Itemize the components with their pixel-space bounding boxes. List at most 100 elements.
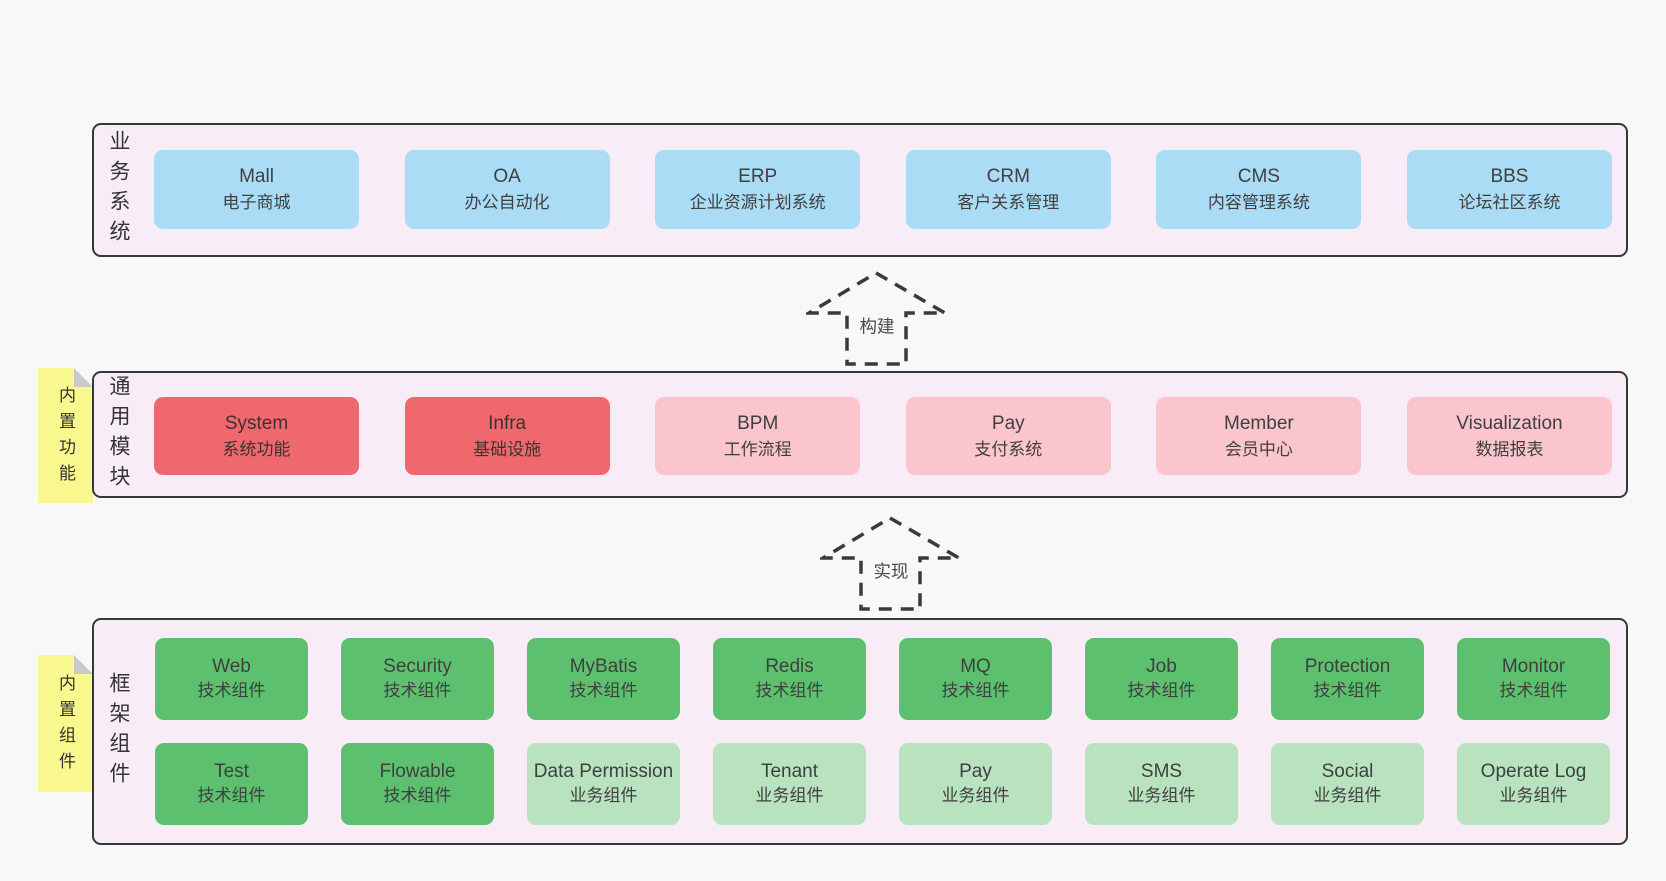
box-mybatis: MyBatis 技术组件 [527, 638, 680, 720]
box-pay: Pay 支付系统 [905, 397, 1111, 475]
box-data-permission: Data Permission 业务组件 [527, 743, 680, 825]
box-pay-biz: Pay 业务组件 [899, 743, 1052, 825]
box-web: Web 技术组件 [155, 638, 308, 720]
box-subtitle: 技术组件 [1499, 681, 1568, 700]
box-tenant: Tenant 业务组件 [713, 743, 866, 825]
box-subtitle: 电子商城 [222, 193, 291, 212]
box-bpm: BPM 工作流程 [655, 397, 861, 475]
box-title: BPM [737, 412, 779, 434]
box-title: Web [212, 656, 251, 677]
box-title: Tenant [760, 761, 819, 782]
box-title: Member [1224, 412, 1294, 434]
box-flowable: Flowable 技术组件 [341, 743, 494, 825]
box-title: Redis [765, 656, 814, 677]
box-title: Visualization [1456, 412, 1563, 434]
arrow-implement: 实现 [820, 515, 962, 612]
box-subtitle: 业务组件 [941, 786, 1010, 805]
box-system: System 系统功能 [154, 397, 359, 475]
box-title: Social [1321, 761, 1374, 782]
box-subtitle: 会员中心 [1224, 439, 1293, 459]
box-title: BBS [1490, 166, 1529, 187]
box-visualization: Visualization 数据报表 [1406, 397, 1612, 475]
components-boxes-grid: Web 技术组件 Security 技术组件 MyBatis 技术组件 Redi… [155, 638, 1610, 825]
box-security: Security 技术组件 [341, 638, 494, 720]
box-oa: OA 办公自动化 [404, 150, 610, 229]
box-title: Mall [239, 166, 274, 187]
box-title: CRM [986, 166, 1030, 187]
band-common-modules: 通用模块 System 系统功能 Infra 基础设施 BPM 工作流程 Pay… [92, 371, 1628, 498]
box-title: Security [383, 656, 452, 677]
box-redis: Redis 技术组件 [713, 638, 866, 720]
box-subtitle: 技术组件 [941, 681, 1010, 700]
modules-boxes-row: System 系统功能 Infra 基础设施 BPM 工作流程 Pay 支付系统… [154, 397, 1612, 475]
box-title: Operate Log [1480, 761, 1587, 782]
arrow-build-label: 构建 [857, 312, 897, 340]
sticky-note-label: 内置功能 [56, 385, 75, 490]
box-subtitle: 工作流程 [723, 439, 792, 459]
box-subtitle: 业务组件 [569, 786, 638, 805]
band-business-systems: 业务系统 Mall 电子商城 OA 办公自动化 ERP 企业资源计划系统 CRM… [92, 123, 1628, 257]
box-subtitle: 业务组件 [1127, 786, 1196, 805]
box-subtitle: 业务组件 [755, 786, 824, 805]
band-label-framework-components: 框架组件 [107, 671, 130, 792]
box-erp: ERP 企业资源计划系统 [655, 150, 861, 229]
box-sms: SMS 业务组件 [1085, 743, 1238, 825]
box-subtitle: 基础设施 [473, 439, 542, 459]
box-infra: Infra 基础设施 [404, 397, 610, 475]
box-subtitle: 技术组件 [755, 681, 824, 700]
box-title: OA [493, 166, 521, 187]
box-title: MQ [960, 656, 991, 677]
box-job: Job 技术组件 [1085, 638, 1238, 720]
box-subtitle: 支付系统 [974, 439, 1043, 459]
box-subtitle: 企业资源计划系统 [689, 193, 826, 212]
sticky-fold-icon [74, 368, 93, 387]
sticky-note-label: 内置组件 [56, 673, 75, 778]
band-framework-components: 框架组件 Web 技术组件 Security 技术组件 MyBatis 技术组件… [92, 618, 1628, 845]
box-subtitle: 内容管理系统 [1207, 193, 1310, 212]
box-title: Data Permission [533, 761, 674, 782]
box-title: Pay [991, 412, 1025, 434]
box-subtitle: 技术组件 [197, 681, 266, 700]
box-title: MyBatis [569, 656, 638, 677]
box-subtitle: 技术组件 [1127, 681, 1196, 700]
box-subtitle: 业务组件 [1499, 786, 1568, 805]
band-label-common-modules: 通用模块 [107, 374, 130, 495]
box-test: Test 技术组件 [155, 743, 308, 825]
box-subtitle: 系统功能 [222, 439, 291, 459]
box-title: Infra [488, 412, 527, 434]
box-title: Protection [1304, 656, 1391, 677]
box-bbs: BBS 论坛社区系统 [1406, 150, 1612, 229]
box-monitor: Monitor 技术组件 [1457, 638, 1610, 720]
box-subtitle: 业务组件 [1313, 786, 1382, 805]
box-title: Flowable [379, 761, 456, 782]
business-boxes-row: Mall 电子商城 OA 办公自动化 ERP 企业资源计划系统 CRM 客户关系… [154, 150, 1612, 229]
box-member: Member 会员中心 [1156, 397, 1362, 475]
box-title: Job [1146, 656, 1177, 677]
box-operate-log: Operate Log 业务组件 [1457, 743, 1610, 825]
box-title: Test [214, 761, 249, 782]
box-subtitle: 客户关系管理 [957, 193, 1060, 212]
box-subtitle: 数据报表 [1475, 439, 1544, 459]
sticky-note-builtin-components: 内置组件 [38, 655, 93, 792]
box-mall: Mall 电子商城 [154, 150, 359, 229]
box-protection: Protection 技术组件 [1271, 638, 1424, 720]
box-subtitle: 论坛社区系统 [1458, 193, 1561, 212]
arrow-implement-label: 实现 [871, 557, 911, 585]
box-title: CMS [1237, 166, 1280, 187]
box-subtitle: 技术组件 [383, 681, 452, 700]
box-cms: CMS 内容管理系统 [1156, 150, 1362, 229]
box-title: ERP [738, 166, 778, 187]
band-label-business-systems: 业务系统 [107, 130, 130, 250]
box-mq: MQ 技术组件 [899, 638, 1052, 720]
box-subtitle: 技术组件 [197, 786, 266, 805]
box-title: System [224, 412, 289, 434]
box-subtitle: 技术组件 [1313, 681, 1382, 700]
sticky-note-builtin-features: 内置功能 [38, 368, 93, 503]
arrow-build: 构建 [806, 270, 948, 367]
box-title: SMS [1140, 761, 1183, 782]
box-social: Social 业务组件 [1271, 743, 1424, 825]
box-subtitle: 办公自动化 [464, 193, 550, 212]
box-crm: CRM 客户关系管理 [905, 150, 1111, 229]
box-title: Pay [959, 761, 992, 782]
